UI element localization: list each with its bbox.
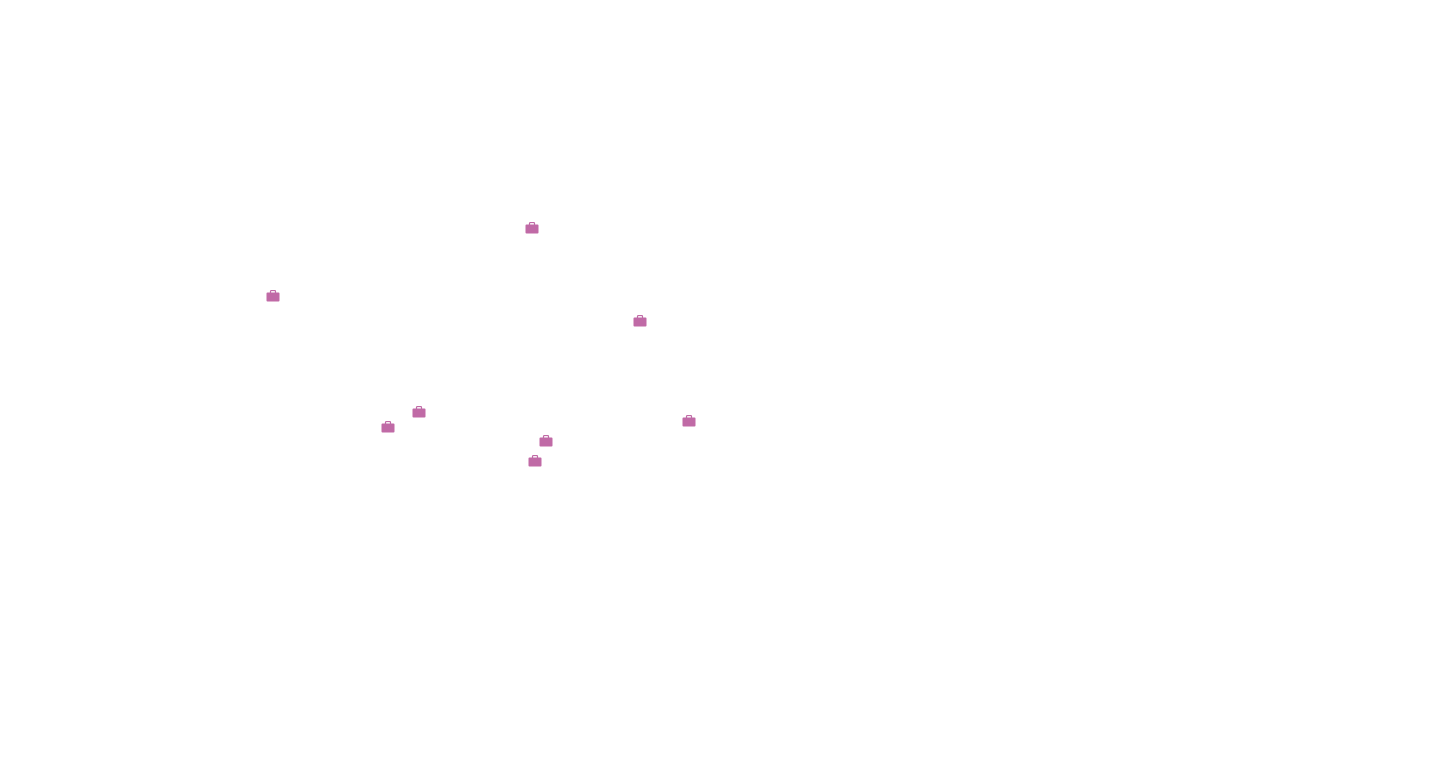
map-marker[interactable]: [528, 455, 542, 467]
map-marker[interactable]: [525, 222, 539, 234]
briefcase-icon: [412, 406, 426, 418]
map-marker[interactable]: [539, 435, 553, 447]
briefcase-icon: [528, 455, 542, 467]
briefcase-icon: [539, 435, 553, 447]
map-marker[interactable]: [381, 421, 395, 433]
briefcase-icon: [682, 415, 696, 427]
briefcase-icon: [633, 315, 647, 327]
briefcase-icon: [266, 290, 280, 302]
map-marker[interactable]: [633, 315, 647, 327]
map-marker[interactable]: [266, 290, 280, 302]
map-marker[interactable]: [682, 415, 696, 427]
briefcase-icon: [381, 421, 395, 433]
map-marker[interactable]: [412, 406, 426, 418]
briefcase-icon: [525, 222, 539, 234]
